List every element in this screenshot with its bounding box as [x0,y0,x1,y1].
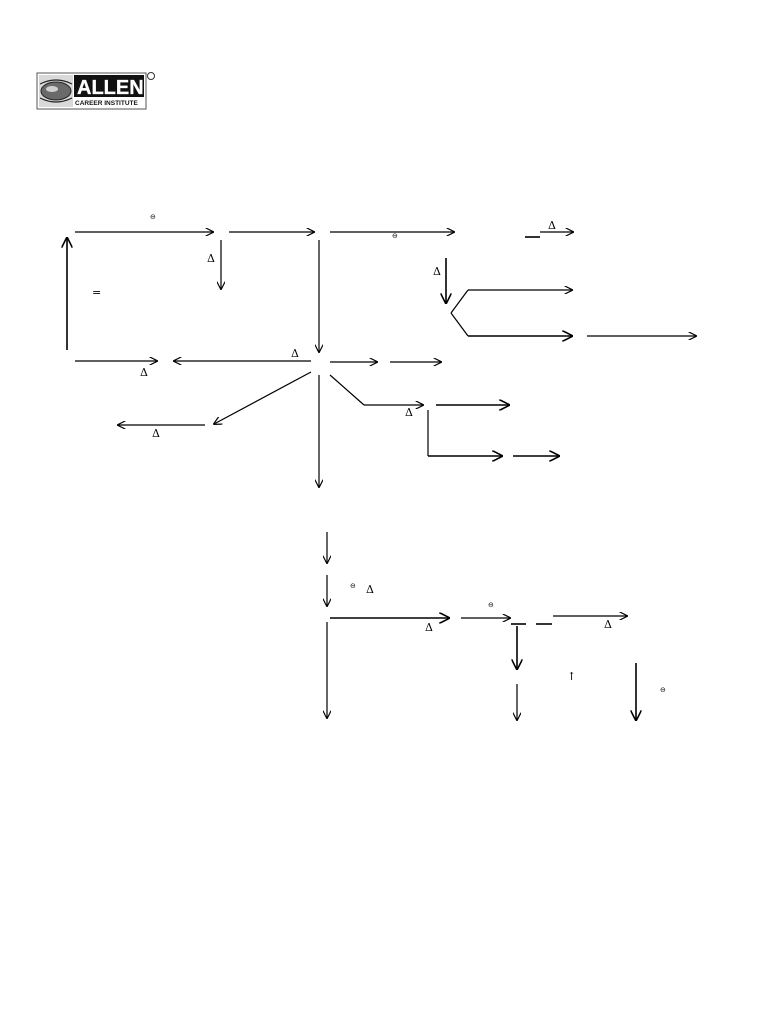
delta-label-2: Δ [548,219,556,232]
minus-circle-label-2: ⊖ [392,232,398,240]
logo-subtitle: CAREER INSTITUTE [75,100,139,107]
minus-circle-label-4: ⊖ [488,601,494,609]
delta-label-4: Δ [291,347,299,360]
equals-label: = [92,286,101,299]
delta-label-5: Δ [140,366,148,379]
arrow-diag-left [214,371,312,424]
delta-label-6: Δ [405,406,413,419]
delta-label-10: Δ [604,618,612,631]
delta-label-9: Δ [425,621,433,634]
diag-right [329,374,365,406]
minus-circle-label-3: ⊖ [350,582,356,590]
delta-label-3: Δ [433,265,441,278]
delta-label-7: Δ [152,427,160,440]
branch-down [450,312,469,337]
minus-circle-label-1: ⊖ [150,213,156,221]
gas-evolved-arrow: ↑ [567,670,576,683]
branch-up [450,289,469,314]
delta-label-8: Δ [366,583,374,596]
allen-logo: ALLEN CAREER INSTITUTE [36,72,155,110]
minus-circle-label-5: ⊖ [660,686,666,694]
delta-label-1: Δ [207,252,215,265]
logo-wordmark: ALLEN [77,77,144,99]
